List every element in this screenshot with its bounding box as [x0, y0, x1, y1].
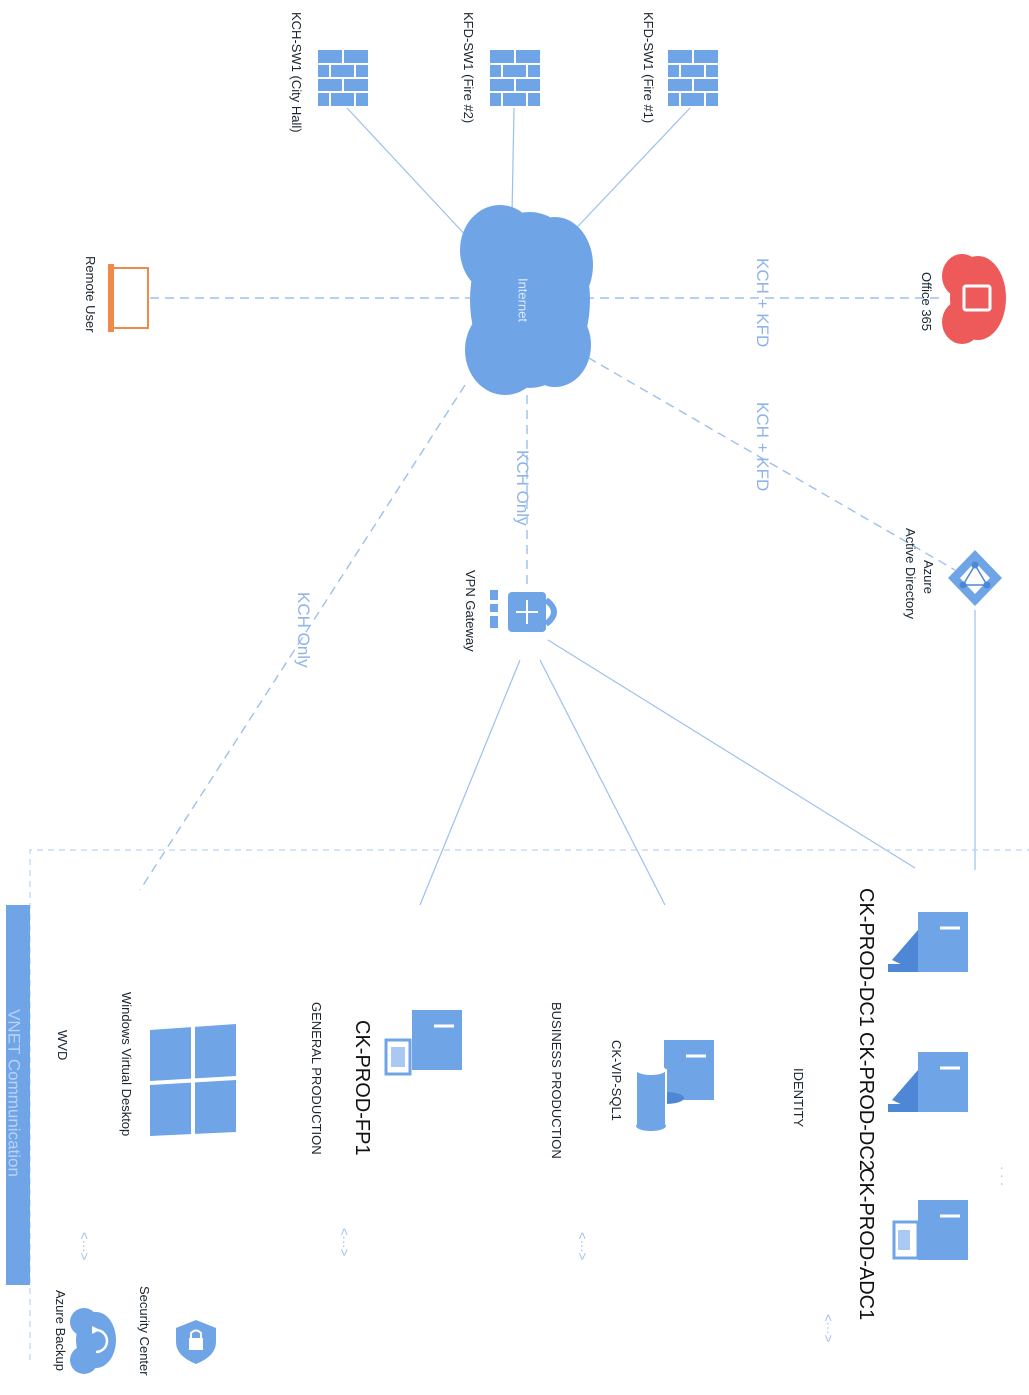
connections: [139, 107, 976, 906]
vnet-label: VNET Communication: [5, 1009, 24, 1177]
office365-node[interactable]: Office 365: [919, 254, 1006, 344]
vpn-gateway-icon: [490, 590, 557, 632]
sql-server-icon: [635, 1040, 714, 1131]
azure-ad-icon: [948, 550, 1002, 606]
kfd-sw1-fire2-label: KFD-SW1 (Fire #2): [461, 12, 476, 123]
link-kch-sw1-internet: [346, 107, 471, 241]
vnet-communication-bar: VNET Communication: [5, 905, 30, 1285]
cloud-icon: [460, 205, 593, 395]
aad-link-label: KCH + KFD: [753, 402, 772, 491]
azure-ad-node[interactable]: Azure Active Directory: [903, 528, 1002, 620]
server-icon: [892, 1200, 968, 1260]
office365-cloud-icon: [942, 254, 1006, 344]
server-ck-prod-dc1[interactable]: CK-PROD-DC1: [855, 888, 968, 1027]
link-vpn-sql: [539, 659, 666, 906]
server-ck-vip-sql1[interactable]: CK-VIP-SQL1: [609, 1040, 714, 1131]
server-ck-prod-adc1[interactable]: CK-PROD-ADC1: [855, 1168, 968, 1320]
file-server-icon: [384, 1010, 462, 1076]
azure-backup-node[interactable]: Azure Backup: [53, 1290, 116, 1374]
o365-link-label: KCH + KFD: [753, 258, 772, 347]
business-production-label: BUSINESS PRODUCTION: [549, 1002, 564, 1159]
link-internet-aad: [574, 349, 956, 571]
security-center-node[interactable]: Security Center: [137, 1286, 216, 1376]
vpn-gateway-label: VPN Gateway: [463, 570, 478, 652]
fp1-label: CK-PROD-FP1: [351, 1020, 373, 1156]
link-vpn-fp: [419, 659, 521, 906]
remote-user-node[interactable]: Remote User: [83, 256, 149, 333]
dc1-label: CK-PROD-DC1: [855, 888, 877, 1027]
switch-kfd-sw1-fire2[interactable]: KFD-SW1 (Fire #2): [461, 12, 540, 123]
kfd-sw1-fire1-label: KFD-SW1 (Fire #1): [641, 12, 656, 123]
firewall-icon: [490, 50, 540, 106]
firewall-icon: [318, 50, 368, 106]
wvd-group-label: WVD: [55, 1030, 70, 1060]
wvd-more-dots: <···>: [77, 1232, 92, 1260]
switch-kch-sw1[interactable]: KCH-SW1 (City Hall): [289, 12, 368, 133]
internet-label: Internet: [516, 278, 531, 322]
office365-label: Office 365: [919, 272, 934, 331]
shield-icon: [176, 1320, 216, 1364]
link-vpn-dc: [547, 639, 916, 869]
remote-user-label: Remote User: [83, 256, 98, 333]
general-production-label: GENERAL PRODUCTION: [309, 1002, 324, 1155]
link-kfd-fire1-internet: [564, 107, 691, 241]
identity-more-dots: <···>: [821, 1314, 836, 1342]
link-kfd-fire2-internet: [511, 107, 515, 216]
aad-label-line1: Azure: [921, 560, 936, 594]
sql1-label: CK-VIP-SQL1: [609, 1040, 624, 1121]
server-ck-prod-fp1[interactable]: CK-PROD-FP1: [351, 1010, 462, 1156]
adc1-label: CK-PROD-ADC1: [855, 1168, 877, 1320]
security-center-label: Security Center: [137, 1286, 152, 1376]
windows-virtual-desktop-node[interactable]: Windows Virtual Desktop: [119, 992, 237, 1136]
server-ck-prod-dc2[interactable]: CK-PROD-DC2: [855, 1032, 968, 1171]
domain-controller-icon: [888, 912, 968, 972]
dc2-label: CK-PROD-DC2: [855, 1032, 877, 1171]
general-more-dots: <···>: [337, 1228, 352, 1256]
link-internet-wvd: [139, 384, 466, 891]
switch-kfd-sw1-fire1[interactable]: KFD-SW1 (Fire #1): [641, 12, 718, 123]
business-more-dots: <···>: [575, 1232, 590, 1260]
identity-group-label: IDENTITY: [791, 1068, 806, 1128]
internet-node[interactable]: Internet: [460, 205, 593, 395]
windows-icon: [149, 1024, 237, 1136]
backup-cloud-icon: [70, 1308, 116, 1374]
domain-controller-icon: [888, 1052, 968, 1112]
wvd-icon-label: Windows Virtual Desktop: [119, 992, 134, 1136]
identity-faint-dots: · · ·: [995, 1166, 1010, 1186]
laptop-icon: [108, 264, 149, 332]
aad-label-line2: Active Directory: [903, 528, 918, 620]
firewall-icon: [668, 50, 718, 106]
vpn-link-label: KCH Only: [513, 450, 532, 526]
kch-sw1-label: KCH-SW1 (City Hall): [289, 12, 304, 133]
vpn-gateway-node[interactable]: VPN Gateway: [463, 570, 557, 652]
wvd-link-label: KCH Only: [294, 592, 313, 668]
azure-backup-label: Azure Backup: [53, 1290, 68, 1371]
